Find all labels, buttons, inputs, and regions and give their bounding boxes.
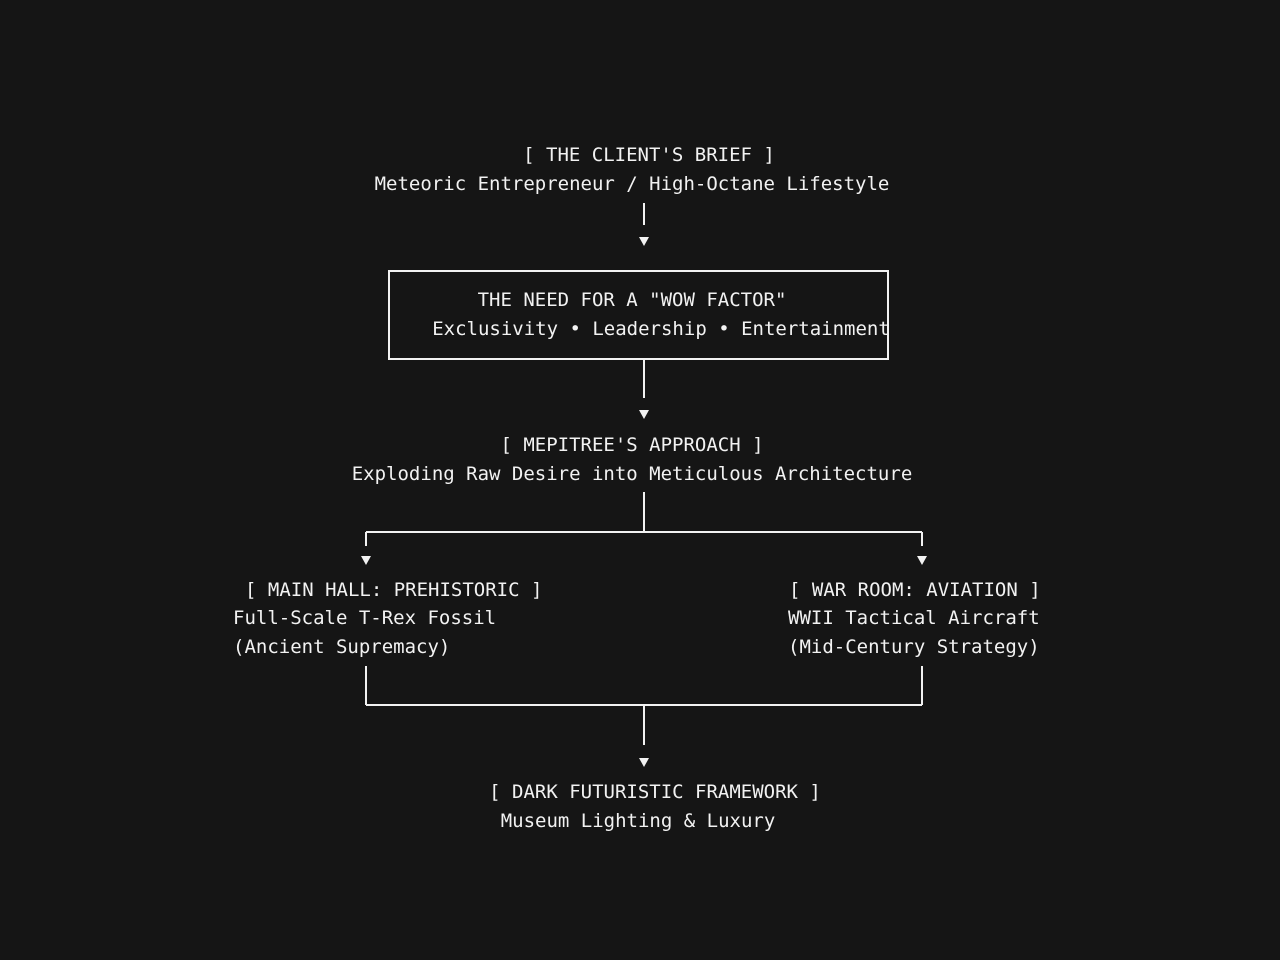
node-subtitle: Exclusivity • Leadership • Entertainment: [432, 318, 890, 340]
node-title: [ WAR ROOM: AVIATION ]: [789, 579, 1041, 601]
arrow-down-icon: [639, 758, 649, 767]
node-subtitle: Exploding Raw Desire into Meticulous Arc…: [351, 463, 913, 485]
node-line: Full-Scale T-Rex Fossil: [233, 607, 497, 629]
node-line: (Ancient Supremacy): [233, 636, 451, 658]
node-title: [ MEPITREE'S APPROACH ]: [500, 434, 764, 456]
node-subtitle: Meteoric Entrepreneur / High-Octane Life…: [374, 173, 890, 195]
node-title: [ THE CLIENT'S BRIEF ]: [523, 144, 775, 166]
arrow-down-icon: [639, 410, 649, 419]
arrow-down-icon: [639, 237, 649, 246]
node-line: WWII Tactical Aircraft: [788, 607, 1040, 629]
node-title: [ DARK FUTURISTIC FRAMEWORK ]: [489, 781, 821, 803]
arrow-down-icon: [361, 556, 371, 565]
node-title: THE NEED FOR A "WOW FACTOR": [477, 289, 787, 311]
node-line: (Mid-Century Strategy): [788, 636, 1040, 658]
node-title: [ MAIN HALL: PREHISTORIC ]: [245, 579, 543, 601]
arrow-down-icon: [917, 556, 927, 565]
node-subtitle: Museum Lighting & Luxury: [500, 810, 776, 832]
